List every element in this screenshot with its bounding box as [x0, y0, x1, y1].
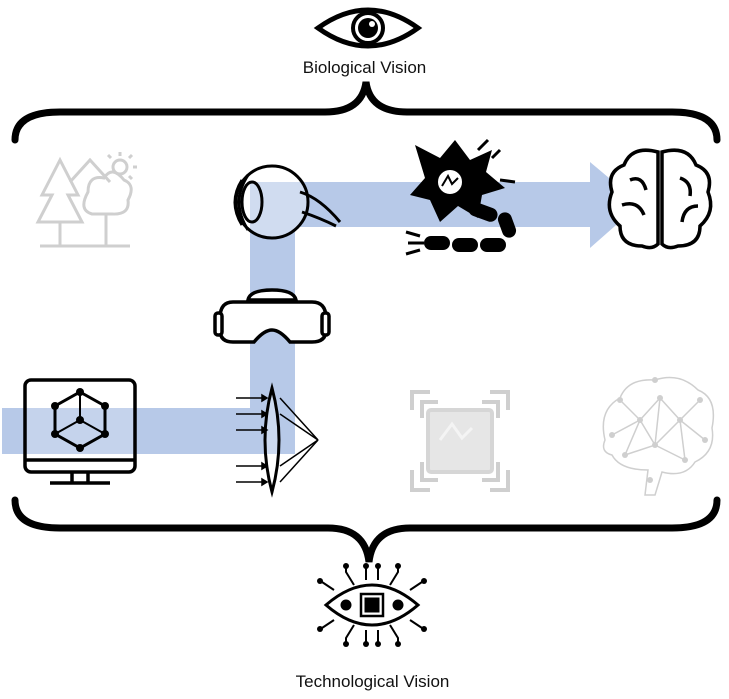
brain-icon — [607, 148, 713, 250]
chip-eye-icon — [317, 563, 427, 647]
neuron-icon — [405, 138, 517, 256]
neural-network-brain-icon — [602, 376, 715, 496]
lens-icon — [236, 382, 319, 498]
image-sensor-icon — [410, 390, 510, 492]
eyeball-anatomy-icon — [233, 164, 342, 240]
eye-icon — [313, 7, 423, 49]
biological-vision-label: Biological Vision — [302, 58, 427, 77]
bottom-brace — [11, 496, 721, 563]
top-brace — [11, 81, 721, 144]
trees-sun-icon — [35, 152, 137, 248]
technological-vision-label: Technological Vision — [295, 672, 450, 691]
vr-headset-icon — [213, 288, 331, 344]
monitor-icon — [23, 378, 137, 485]
